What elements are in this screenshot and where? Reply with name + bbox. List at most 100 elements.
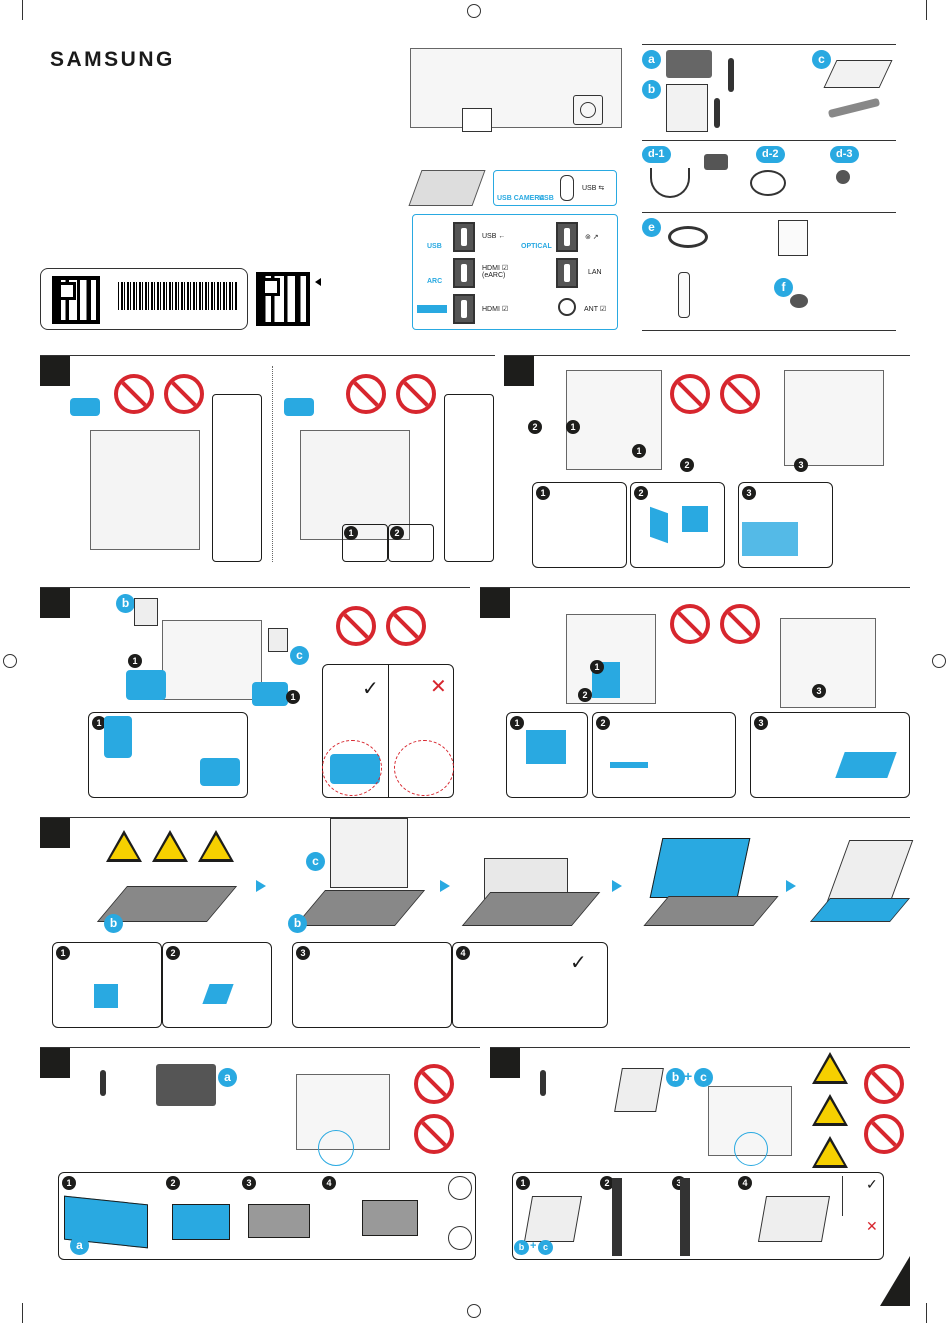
ant-port[interactable] bbox=[558, 298, 576, 316]
check-mark-icon-step7: ✓ bbox=[866, 1176, 878, 1193]
adapter-detail-3 bbox=[248, 1204, 310, 1238]
step-6-block bbox=[40, 1048, 70, 1078]
usb-c-port[interactable] bbox=[560, 175, 574, 201]
stand-final-base bbox=[810, 898, 910, 922]
step-7-block bbox=[490, 1048, 520, 1078]
plate-b-step3 bbox=[134, 598, 158, 626]
step-1-block bbox=[40, 356, 70, 386]
step-2-label-1a: 1 bbox=[566, 420, 580, 434]
step-4-detail-2-num: 2 bbox=[596, 716, 610, 730]
step-3-label-1b: 1 bbox=[286, 690, 300, 704]
part-c-badge-step5: c bbox=[306, 852, 325, 871]
step-1-detail-1-num: 1 bbox=[344, 526, 358, 540]
prohibit-press-icon-6 bbox=[414, 1114, 454, 1154]
optical-port[interactable] bbox=[556, 222, 578, 252]
screw-step6-icon bbox=[100, 1070, 106, 1096]
arrow-pointer-icon bbox=[315, 278, 321, 286]
prohibit-lift-icon-2 bbox=[346, 374, 386, 414]
page-turn-icon[interactable] bbox=[880, 1256, 910, 1306]
adapter-detail-4 bbox=[362, 1200, 418, 1236]
usb-port[interactable] bbox=[453, 222, 475, 252]
port-hdmi-name: HDMI ☑ bbox=[482, 305, 508, 313]
screw-d3-icon bbox=[836, 170, 850, 184]
part-b-badge: b bbox=[642, 80, 661, 99]
warning-hand-icon bbox=[106, 830, 142, 862]
power-cable-d1 bbox=[650, 168, 690, 198]
adapter-blue-detail-2 bbox=[172, 1204, 230, 1240]
foam-detail-b bbox=[200, 758, 240, 786]
crop-mark-tr bbox=[926, 0, 927, 20]
wall-mount-adapter-step6 bbox=[156, 1064, 216, 1106]
unbox-illustration-a bbox=[90, 430, 200, 550]
step-3-block bbox=[40, 588, 70, 618]
part-a-badge: a bbox=[642, 50, 661, 69]
part-d2-badge: d-2 bbox=[756, 146, 785, 163]
wall-mount-adapter-a bbox=[666, 50, 712, 78]
arrow-next-3 bbox=[612, 880, 622, 892]
step-5-rule bbox=[40, 817, 910, 818]
warning-hand-icon-7 bbox=[812, 1052, 848, 1084]
step-5-detail-2-num: 2 bbox=[166, 946, 180, 960]
stand-bar-c bbox=[828, 98, 880, 118]
part-c-badge-step7-detail: c bbox=[538, 1240, 553, 1255]
screw-zoom-circle-1 bbox=[448, 1176, 472, 1200]
step-4-block bbox=[480, 588, 510, 618]
one-connect-box bbox=[408, 170, 485, 206]
prohibit-lift-icon-4 bbox=[336, 606, 376, 646]
stand-final-plate bbox=[827, 840, 914, 902]
hdmi-port[interactable] bbox=[453, 294, 475, 324]
foam-blue-left bbox=[126, 670, 166, 700]
step-4-detail-1-num: 1 bbox=[510, 716, 524, 730]
hdmi-earc-port[interactable] bbox=[453, 258, 475, 288]
tv-step3-illustration bbox=[162, 620, 262, 700]
strip-detail-2 bbox=[610, 762, 648, 768]
port-arc-label: ARC bbox=[427, 278, 442, 285]
cross-mark-icon-step7: ✕ bbox=[866, 1218, 878, 1235]
port-lan-name: LAN bbox=[588, 269, 602, 276]
parts-bottom-rule bbox=[642, 330, 896, 331]
warning-lift-icon-7 bbox=[812, 1094, 848, 1126]
prohibit-lift-icon-7 bbox=[864, 1064, 904, 1104]
usb-top-label: USB bbox=[539, 195, 554, 202]
remote-control-icon bbox=[678, 272, 690, 318]
plus-sign-step7-detail: + bbox=[530, 1240, 536, 1252]
step-1-divider bbox=[272, 366, 273, 562]
step-6-detail-2-num: 2 bbox=[166, 1176, 180, 1190]
contents-list-b bbox=[444, 394, 494, 562]
lan-port[interactable] bbox=[556, 258, 578, 288]
hdmi-strip-icon bbox=[417, 305, 447, 313]
part-d3-badge: d-3 bbox=[830, 146, 859, 163]
step-7-rule bbox=[490, 1047, 910, 1048]
step-2-label-2b: 2 bbox=[680, 458, 694, 472]
latch-detail-1 bbox=[94, 984, 118, 1008]
screw-f-icon bbox=[790, 294, 808, 308]
stand-detail-1 bbox=[524, 1196, 582, 1242]
cross-mark-icon: ✕ bbox=[430, 674, 447, 699]
plus-sign-step7: + bbox=[684, 1068, 692, 1084]
blue-tab-detail-2b bbox=[682, 506, 708, 532]
stand-detail-3 bbox=[680, 1178, 690, 1256]
registration-mark-top bbox=[467, 4, 481, 18]
step-5-detail-3 bbox=[292, 942, 452, 1028]
manual-booklet-icon bbox=[778, 220, 808, 256]
part-b-badge-step7: b bbox=[666, 1068, 685, 1087]
step-2-detail-3-num: 3 bbox=[742, 486, 756, 500]
plug-d1-icon bbox=[704, 154, 728, 170]
prohibit-press-icon-2 bbox=[396, 374, 436, 414]
step-5-detail-1-num: 1 bbox=[56, 946, 70, 960]
part-a-badge-step6-detail: a bbox=[70, 1236, 89, 1255]
crop-mark-bl bbox=[22, 1303, 23, 1323]
part-b-badge-step5b: b bbox=[288, 914, 307, 933]
part-b-badge-step5a: b bbox=[104, 914, 123, 933]
step-4-label-3: 3 bbox=[812, 684, 826, 698]
qr-code-guide[interactable] bbox=[256, 272, 310, 326]
step-3-rule bbox=[40, 587, 470, 588]
port-usb-label: USB bbox=[427, 243, 442, 250]
dashed-circle-wrong bbox=[394, 740, 454, 796]
stand-detail-4 bbox=[758, 1196, 830, 1242]
stand-base-c bbox=[823, 60, 892, 88]
step-2-rule bbox=[504, 355, 910, 356]
step-7-detail-1-num: 1 bbox=[516, 1176, 530, 1190]
check-mark-icon: ✓ bbox=[362, 676, 379, 701]
usb-c-label: USB ⇆ bbox=[582, 184, 604, 192]
